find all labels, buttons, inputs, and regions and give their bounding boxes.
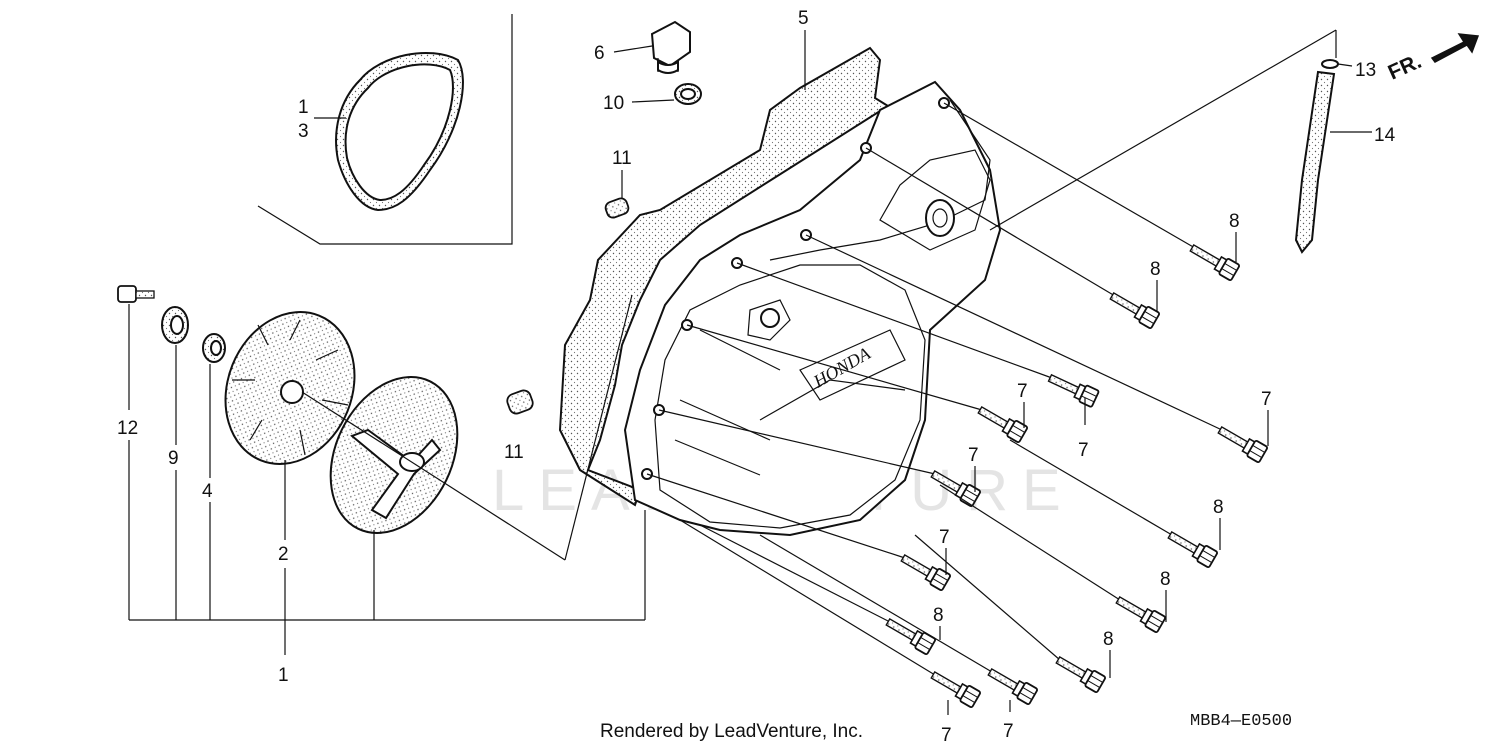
callout-4: 4 bbox=[202, 481, 213, 502]
bolt-7 bbox=[1214, 421, 1269, 464]
callout-8: 8 bbox=[1103, 629, 1114, 650]
bolt-8 bbox=[1164, 526, 1219, 569]
bolt-8 bbox=[1112, 591, 1167, 634]
callout-leaders bbox=[939, 232, 1269, 715]
inner-cover bbox=[329, 376, 459, 534]
breather-hose-14 bbox=[1294, 70, 1372, 254]
front-direction-arrow-icon: FR. bbox=[1385, 33, 1480, 85]
left-crankcase-cover: HONDA bbox=[623, 80, 1002, 537]
callout-10: 10 bbox=[603, 93, 624, 114]
collar-4 bbox=[202, 333, 226, 363]
callout-7: 7 bbox=[1261, 389, 1272, 410]
callout-8: 8 bbox=[1229, 211, 1240, 232]
o-ring-seal bbox=[335, 52, 464, 212]
callout-1: 1 bbox=[298, 97, 309, 118]
hose-clip-13 bbox=[1321, 59, 1353, 69]
bolt-8 bbox=[1052, 651, 1107, 694]
callout-8: 8 bbox=[1150, 259, 1161, 280]
callout-8: 8 bbox=[1213, 497, 1224, 518]
callout-7: 7 bbox=[1003, 721, 1014, 742]
callout-11: 11 bbox=[612, 148, 632, 169]
seal-washer-9 bbox=[161, 306, 189, 344]
callout-7: 7 bbox=[1017, 381, 1028, 402]
callout-7: 7 bbox=[968, 445, 979, 466]
bolt-8 bbox=[1186, 239, 1241, 282]
callout-1: 1 bbox=[278, 665, 289, 686]
callout-7: 7 bbox=[939, 527, 950, 548]
callout-9: 9 bbox=[168, 448, 179, 469]
callout-7: 7 bbox=[941, 725, 952, 746]
fr-label: FR. bbox=[1385, 50, 1425, 85]
flange-bolt-12 bbox=[117, 285, 155, 303]
bolt-7 bbox=[974, 401, 1029, 444]
callout-12: 12 bbox=[117, 418, 138, 439]
callout-14: 14 bbox=[1374, 125, 1396, 146]
sealing-washer bbox=[631, 83, 702, 105]
bolt-7 bbox=[927, 666, 982, 709]
leader-hose bbox=[989, 29, 1337, 231]
callout-2: 2 bbox=[278, 544, 289, 565]
callout-7: 7 bbox=[1078, 440, 1089, 461]
callout-5: 5 bbox=[798, 8, 809, 29]
o-ring-group bbox=[257, 14, 513, 245]
callout-13: 13 bbox=[1355, 60, 1376, 81]
footer-credit: Rendered by LeadVenture, Inc. bbox=[600, 721, 863, 742]
leader-lines-left bbox=[128, 294, 646, 655]
bolts bbox=[646, 102, 1269, 709]
dowel-pin-lower bbox=[506, 389, 534, 415]
oil-filler-cap bbox=[613, 20, 691, 74]
diagram-code: MBB4—E0500 bbox=[1190, 712, 1292, 731]
bolt-7 bbox=[984, 663, 1039, 706]
bolt-7 bbox=[1045, 368, 1101, 409]
dowel-pin-upper bbox=[604, 170, 630, 219]
callout-labels: 1 3 5 6 10 11 11 13 14 12 9 4 2 1 8 8 8 … bbox=[117, 8, 1396, 746]
bolt-7 bbox=[897, 549, 952, 592]
callout-8: 8 bbox=[933, 605, 944, 626]
callout-3: 3 bbox=[298, 121, 309, 142]
callout-6: 6 bbox=[594, 43, 605, 64]
bolt-8 bbox=[1106, 287, 1161, 330]
pulser-plate-2 bbox=[224, 311, 356, 465]
callout-11: 11 bbox=[504, 442, 524, 463]
group-bracket bbox=[257, 14, 513, 245]
callout-8: 8 bbox=[1160, 569, 1171, 590]
